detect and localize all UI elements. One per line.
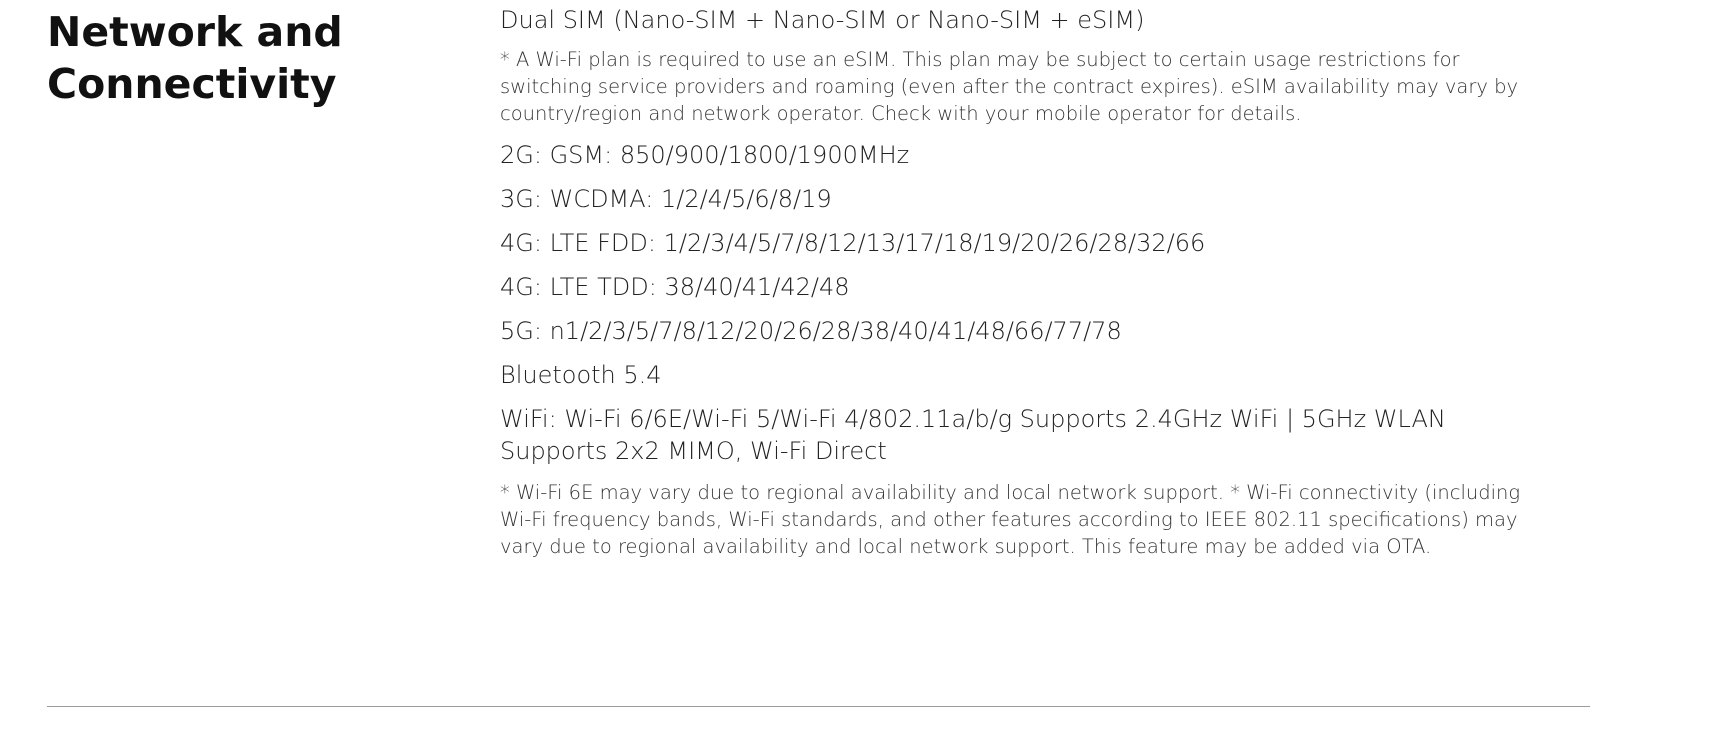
wifi-spec: WiFi: Wi-Fi 6/6E/Wi-Fi 5/Wi-Fi 4/802.11a… <box>500 405 1446 465</box>
bluetooth-spec: Bluetooth 5.4 <box>500 361 662 389</box>
band-3g-spec: 3G: WCDMA: 1/2/4/5/6/8/19 <box>500 185 832 213</box>
section-divider <box>47 706 1590 707</box>
esim-note: * A Wi-Fi plan is required to use an eSI… <box>500 48 1518 125</box>
section-title: Network and Connectivity <box>47 8 343 108</box>
sim-spec: Dual SIM (Nano-SIM + Nano-SIM or Nano-SI… <box>500 6 1145 34</box>
wifi-note: * Wi-Fi 6E may vary due to regional avai… <box>500 481 1521 558</box>
band-5g-spec: 5G: n1/2/3/5/7/8/12/20/26/28/38/40/41/48… <box>500 317 1122 345</box>
band-4g-tdd-spec: 4G: LTE TDD: 38/40/41/42/48 <box>500 273 850 301</box>
band-4g-fdd-spec: 4G: LTE FDD: 1/2/3/4/5/7/8/12/13/17/18/1… <box>500 229 1206 257</box>
band-2g-spec: 2G: GSM: 850/900/1800/1900MHz <box>500 141 910 169</box>
spec-content: Dual SIM (Nano-SIM + Nano-SIM or Nano-SI… <box>500 4 1530 560</box>
